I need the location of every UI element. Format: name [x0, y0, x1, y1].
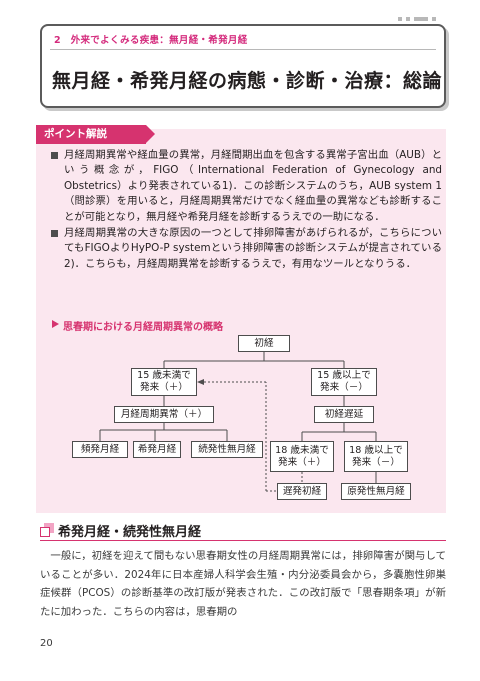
figure-title: 思春期における月経周期異常の概略 [51, 318, 223, 333]
section-heading: 希発月経・続発性無月経 [58, 525, 202, 540]
header-divider [50, 49, 436, 50]
flow-node-cycle-abnormal: 月経周期異常（＋） [114, 406, 214, 423]
bullet-text: 月経周期異常や経血量の異常，月経間期出血を包含する異常子宮出血（AUB）という概… [64, 149, 442, 223]
body-paragraph: 一般に，初経を迎えて間もない思春期女性の月経周期異常には，排卵障害が関与している… [40, 550, 446, 618]
figure-title-text: 思春期における月経周期異常の概略 [63, 322, 223, 333]
corner-decoration [398, 17, 436, 21]
page-title: 無月経・希発月経の病態・診断・治療：総論 [52, 70, 443, 92]
page-number: 20 [40, 638, 53, 649]
flow-node-zokuhatsu: 続発性無月経 [191, 441, 263, 458]
flow-node-delayed: 初経遅延 [314, 406, 374, 423]
point-tab: ポイント解説 [36, 125, 155, 144]
dot [398, 17, 402, 21]
square-bullet-icon [51, 230, 58, 238]
flow-node-over15: 15 歳以上で 発来（－） [311, 368, 377, 396]
bullet-text: 月経周期異常の大きな原因の一つとして排卵障害があげられるが，こちらについてもFI… [64, 227, 442, 270]
flow-node-over18: 18 歳以上で 発来（－） [344, 441, 408, 472]
bullet-item: 月経周期異常や経血量の異常，月経間期出血を包含する異常子宮出血（AUB）という概… [50, 148, 442, 225]
chapter-label: 2 外来でよくみる疾患：無月経・希発月経 [54, 35, 248, 46]
chapter-header: 2 外来でよくみる疾患：無月経・希発月経 無月経・希発月経の病態・診断・治療：総… [40, 24, 446, 108]
section-icon [40, 523, 54, 537]
flow-node-under15: 15 歳未満で 発来（＋） [131, 368, 197, 396]
flow-node-genpatsu: 原発性無月経 [341, 483, 411, 500]
section-divider [40, 540, 446, 541]
square-bullet-icon [51, 152, 58, 159]
flow-node-shokei: 初経 [238, 335, 290, 352]
triangle-marker-icon [52, 320, 59, 328]
arrowhead-icon [197, 379, 204, 385]
section-icon-front [40, 527, 50, 537]
dot [432, 17, 436, 21]
dash [414, 17, 428, 21]
flow-node-chien-shokei: 遅発初経 [277, 483, 327, 500]
flow-node-kihatsu: 希発月経 [133, 441, 181, 458]
body-text: 一般に，初経を迎えて間もない思春期女性の月経周期異常には，排卵障害が関与している… [40, 547, 446, 621]
flow-node-hinpatsu: 頻発月経 [72, 441, 128, 458]
bullet-item: 月経周期異常の大きな原因の一つとして排卵障害があげられるが，こちらについてもFI… [50, 226, 442, 272]
flow-node-under18: 18 歳未満で 発来（＋） [270, 441, 334, 472]
point-bullets: 月経周期異常や経血量の異常，月経間期出血を包含する異常子宮出血（AUB）という概… [50, 148, 442, 273]
dot [406, 17, 410, 21]
